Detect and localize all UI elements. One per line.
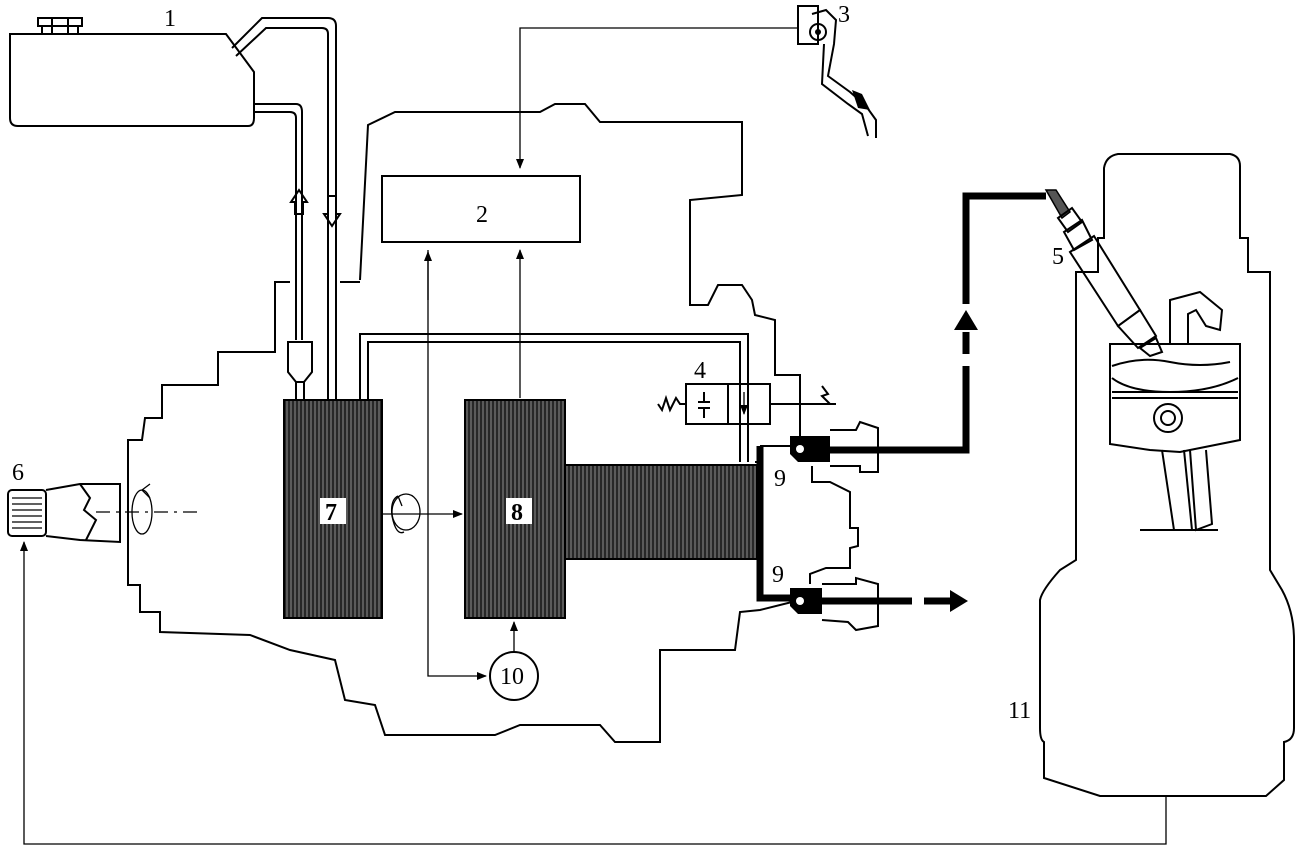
accelerator-pedal bbox=[797, 5, 877, 138]
label-feed-pump: 7 bbox=[325, 500, 337, 526]
solenoid-valve bbox=[657, 383, 836, 425]
engine-block bbox=[1039, 153, 1295, 797]
speed-sensor bbox=[7, 483, 200, 544]
label-outlet-lower: 9 bbox=[772, 562, 784, 588]
pump-shaft-body bbox=[564, 464, 758, 560]
control-unit-box bbox=[381, 175, 581, 243]
control-to-sensor10-signal bbox=[427, 250, 487, 680]
injector bbox=[1044, 189, 1164, 358]
fuel-lines bbox=[231, 17, 342, 400]
outlet-connectors bbox=[756, 420, 879, 632]
engine-to-sensor6-signal bbox=[20, 541, 1167, 845]
label-control-unit: 2 bbox=[476, 202, 488, 228]
label-pedal: 3 bbox=[838, 2, 850, 28]
pedal-signal-line bbox=[516, 27, 798, 169]
label-high-pressure-pump: 8 bbox=[511, 500, 523, 526]
return-line-inner bbox=[367, 341, 741, 462]
high-pressure-line-upper bbox=[830, 192, 1046, 454]
label-solenoid-valve: 4 bbox=[694, 358, 706, 384]
label-injector: 5 bbox=[1052, 244, 1064, 270]
label-outlet-upper: 9 bbox=[774, 466, 786, 492]
label-tank: 1 bbox=[164, 6, 176, 32]
label-speed-sensor: 6 bbox=[12, 460, 24, 486]
fuel-tank bbox=[9, 17, 255, 127]
return-line-outer bbox=[359, 333, 749, 462]
label-engine: 11 bbox=[1008, 698, 1031, 724]
label-sensor-10: 10 bbox=[500, 664, 524, 690]
